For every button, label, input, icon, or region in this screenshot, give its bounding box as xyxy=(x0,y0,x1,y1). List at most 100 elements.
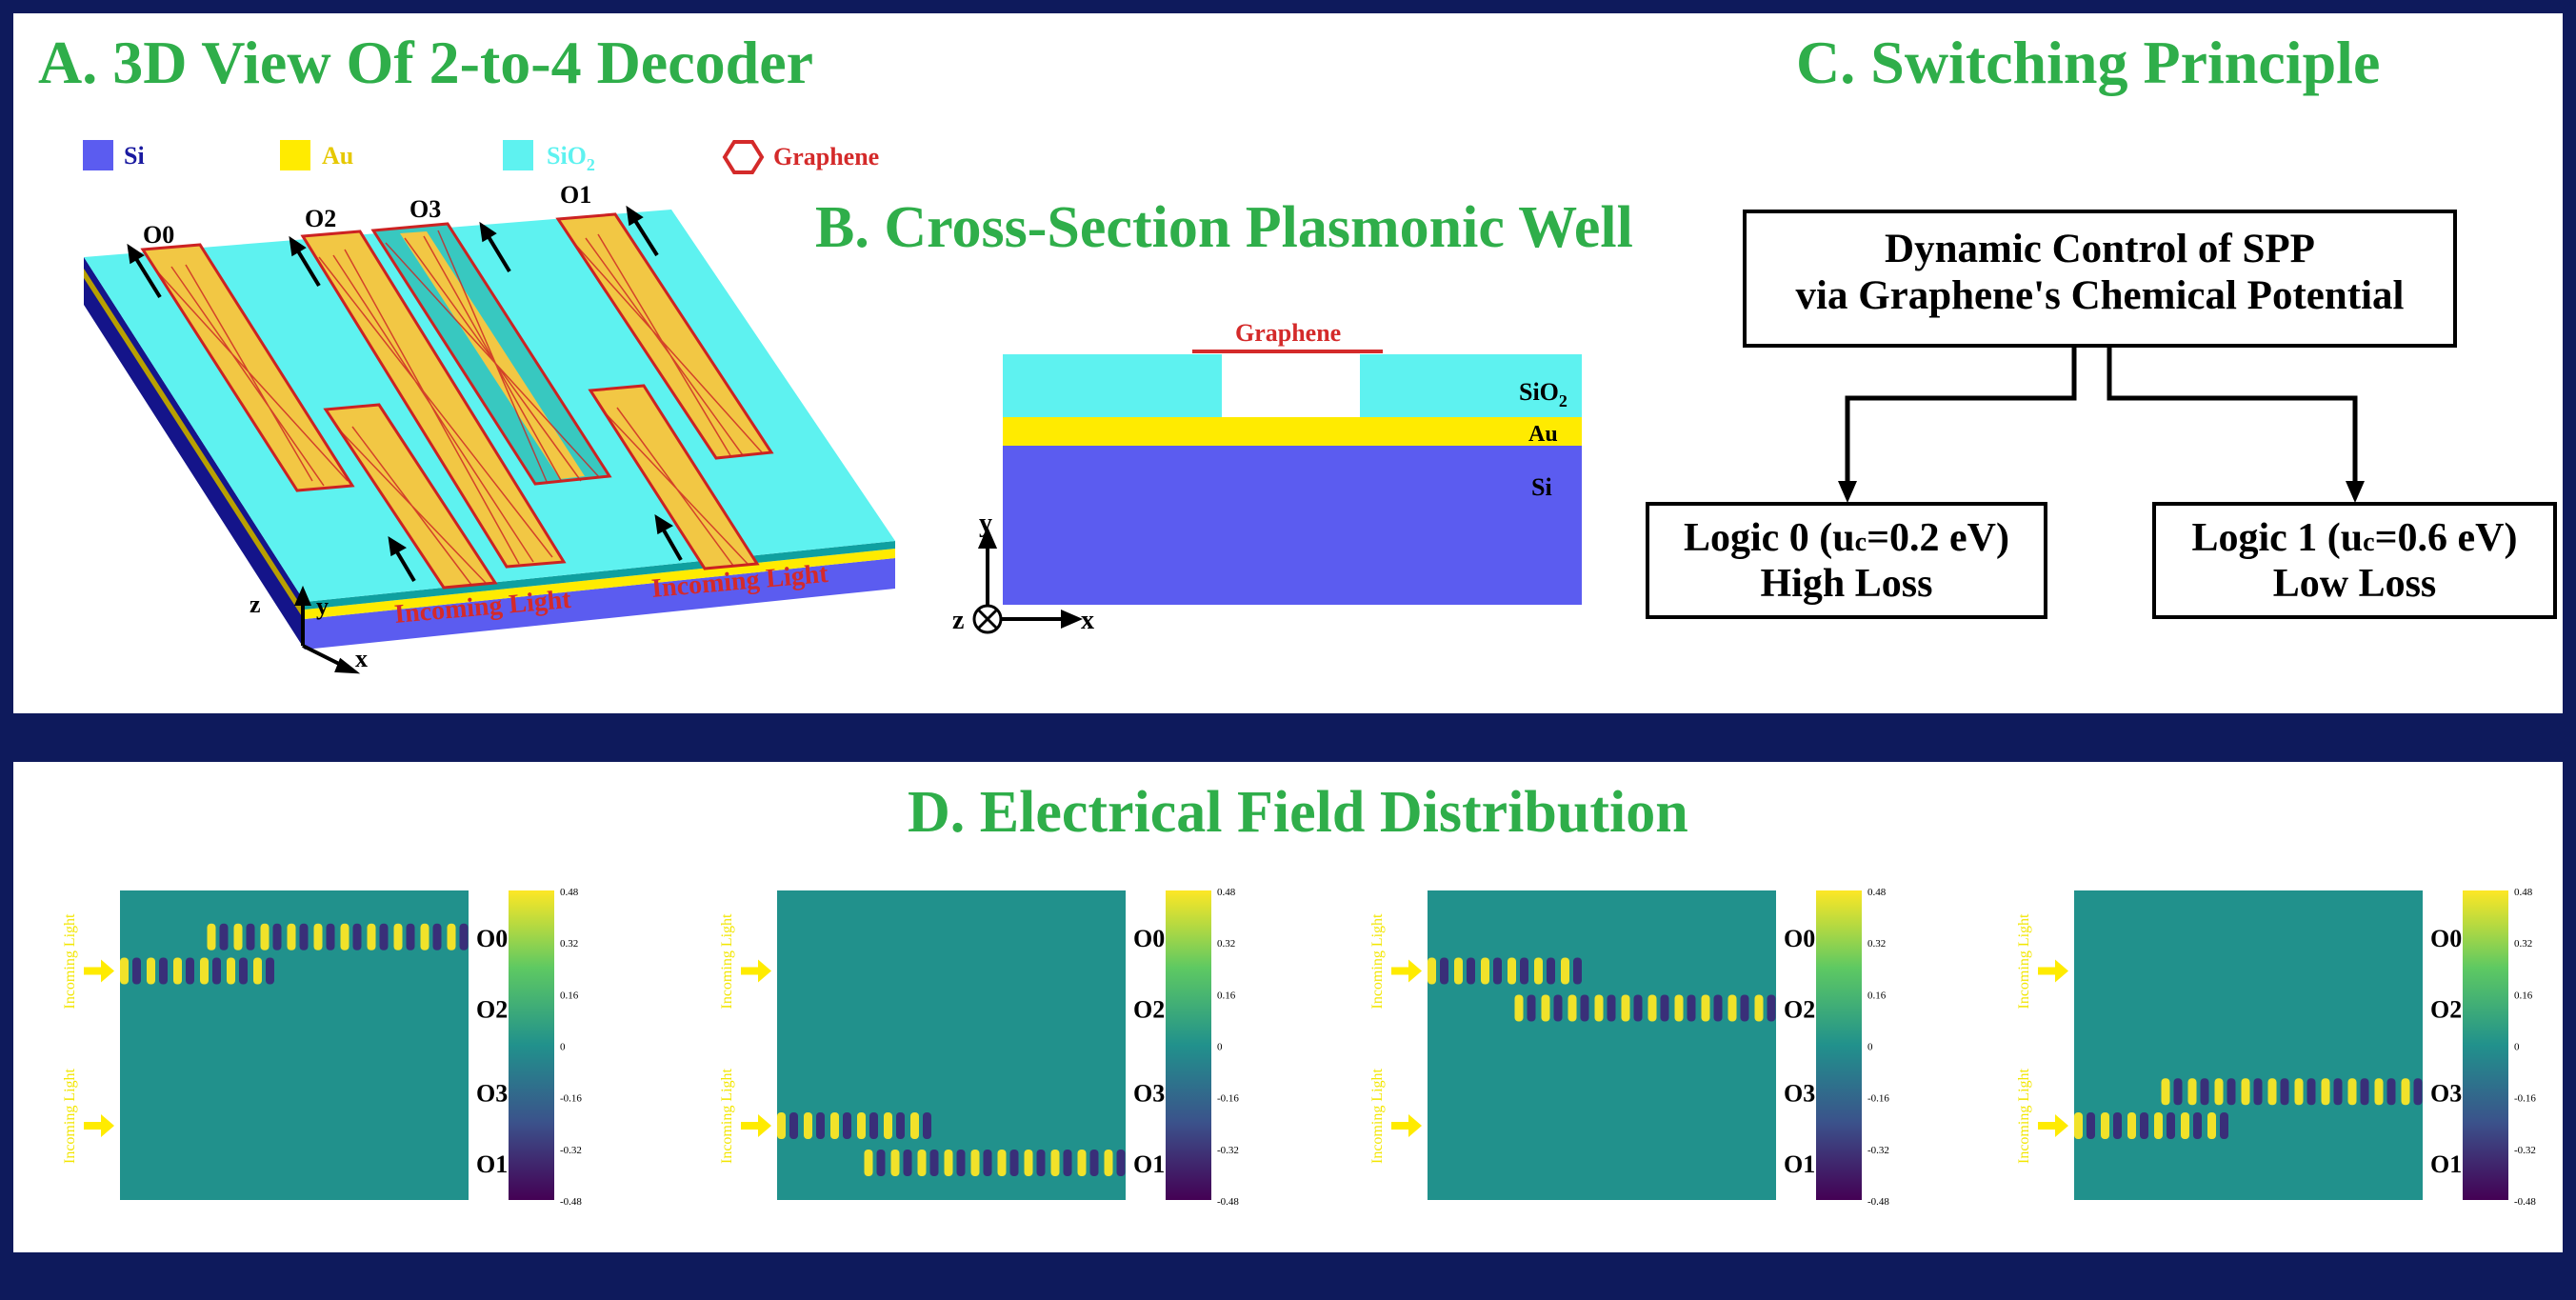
field-min-lobe xyxy=(2140,1112,2148,1139)
incoming-arrow-icon xyxy=(758,959,771,983)
title-switching-principle: C. Switching Principle xyxy=(1796,29,2381,96)
field-min-lobe xyxy=(1089,1150,1099,1176)
logic0-loss: High Loss xyxy=(1760,562,1933,607)
layer-au xyxy=(1003,417,1582,446)
colorbar-tick-label: -0.48 xyxy=(1867,1196,1889,1208)
colorbar xyxy=(1816,890,1862,1200)
axis-z-label: z xyxy=(250,590,261,618)
field-min-lobe xyxy=(896,1112,905,1139)
logic1-loss: Low Loss xyxy=(2272,562,2437,607)
field-max-lobe xyxy=(420,923,429,950)
field-min-lobe xyxy=(1580,994,1589,1022)
title-3d-view: A. 3D View Of 2-to-4 Decoder xyxy=(38,29,813,96)
field-max-lobe xyxy=(1024,1150,1033,1176)
field-min-lobe xyxy=(2227,1078,2236,1106)
colorbar-tick-label: -0.32 xyxy=(1867,1145,1889,1156)
cross-section-graphene-label: Graphene xyxy=(1235,319,1341,347)
field-min-lobe xyxy=(186,957,194,985)
field-max-lobe xyxy=(2321,1078,2330,1106)
field-min-lobe xyxy=(299,923,309,950)
field-max-lobe xyxy=(1621,994,1630,1022)
incoming-light-label: Incoming Light xyxy=(719,1068,735,1164)
field-output-label: O2 xyxy=(1133,996,1165,1024)
field-max-lobe xyxy=(2101,1112,2109,1139)
field-output-label: O3 xyxy=(1133,1079,1165,1107)
field-min-lobe xyxy=(352,923,362,950)
output-label-o1: O1 xyxy=(560,181,591,209)
logic1-condition: Logic 1 (uc=0.6 eV) xyxy=(2191,516,2518,560)
field-max-lobe xyxy=(970,1150,980,1176)
field-max-lobe xyxy=(367,923,376,950)
field-min-lobe xyxy=(2200,1078,2209,1106)
field-output-label: O2 xyxy=(1784,996,1815,1024)
cross-axis-x-label: x xyxy=(1081,606,1094,635)
field-max-lobe xyxy=(2214,1078,2224,1106)
colorbar-tick-label: -0.32 xyxy=(1217,1145,1239,1156)
field-min-lobe xyxy=(2360,1078,2369,1106)
field-max-lobe xyxy=(2207,1112,2216,1139)
field-min-lobe xyxy=(843,1112,851,1139)
field-max-lobe xyxy=(2127,1112,2136,1139)
field-map-2 xyxy=(777,890,1126,1200)
field-min-lobe xyxy=(2113,1112,2122,1139)
incoming-arrow-shaft xyxy=(741,1122,758,1130)
field-max-lobe xyxy=(1674,994,1684,1022)
field-max-lobe xyxy=(207,923,216,950)
layer-si-label: Si xyxy=(1531,473,1552,501)
colorbar-tick-label: -0.16 xyxy=(2514,1093,2536,1105)
field-max-lobe xyxy=(2294,1078,2304,1106)
colorbar-tick-label: 0 xyxy=(1867,1042,1873,1053)
incoming-arrow-icon xyxy=(1408,959,1422,983)
field-min-lobe xyxy=(1036,1150,1046,1176)
field-max-lobe xyxy=(2347,1078,2357,1106)
field-max-lobe xyxy=(1594,994,1604,1022)
field-max-lobe xyxy=(857,1112,866,1139)
incoming-arrow-shaft xyxy=(1391,967,1408,975)
field-min-lobe xyxy=(1520,957,1528,985)
field-min-lobe xyxy=(1607,994,1616,1022)
colorbar-tick-label: 0.16 xyxy=(2514,990,2533,1001)
layer-si xyxy=(1003,446,1582,605)
field-max-lobe xyxy=(1561,957,1569,985)
field-min-lobe xyxy=(1440,957,1448,985)
field-max-lobe xyxy=(1077,1150,1087,1176)
incoming-light-label: Incoming Light xyxy=(62,1068,78,1164)
field-max-lobe xyxy=(2187,1078,2197,1106)
colorbar-tick-label: -0.48 xyxy=(2514,1196,2536,1208)
field-max-lobe xyxy=(2154,1112,2163,1139)
colorbar-tick-label: -0.48 xyxy=(1217,1196,1239,1208)
layer-au-label: Au xyxy=(1528,422,1558,447)
colorbar-tick-label: 0 xyxy=(1217,1042,1223,1053)
field-min-lobe xyxy=(903,1150,912,1176)
field-max-lobe xyxy=(173,957,182,985)
title-cross-section: B. Cross-Section Plasmonic Well xyxy=(815,195,1633,260)
field-min-lobe xyxy=(2280,1078,2289,1106)
field-min-lobe xyxy=(2193,1112,2202,1139)
legend-sio2-swatch xyxy=(503,140,533,170)
incoming-light-label: Incoming Light xyxy=(1369,1068,1386,1164)
colorbar-tick-label: 0.16 xyxy=(560,990,579,1001)
field-min-lobe xyxy=(1740,994,1749,1022)
field-output-label: O2 xyxy=(476,996,508,1024)
dynamic-control-line1: Dynamic Control of SPP xyxy=(1885,227,2315,271)
field-output-label: O2 xyxy=(2430,996,2462,1024)
field-output-label: O0 xyxy=(1784,925,1815,952)
field-max-lobe xyxy=(147,957,155,985)
strip-o2 xyxy=(300,230,567,569)
field-min-lobe xyxy=(2087,1112,2095,1139)
legend-au-swatch xyxy=(280,140,310,170)
dynamic-control-box: Dynamic Control of SPP via Graphene's Ch… xyxy=(1743,210,2457,348)
field-output-label: O3 xyxy=(1784,1079,1815,1107)
field-min-lobe xyxy=(379,923,389,950)
cross-axis-z-label: z xyxy=(952,606,964,635)
output-arrows xyxy=(127,205,683,583)
field-min-lobe xyxy=(923,1112,931,1139)
field-max-lobe xyxy=(2161,1078,2170,1106)
logic0-box: Logic 0 (uc=0.2 eV) High Loss xyxy=(1646,502,2047,619)
field-max-lobe xyxy=(287,923,296,950)
colorbar xyxy=(1166,890,1211,1200)
field-max-lobe xyxy=(2267,1078,2277,1106)
field-min-lobe xyxy=(1713,994,1723,1022)
field-min-lobe xyxy=(956,1150,966,1176)
strip-input-right xyxy=(588,384,760,570)
